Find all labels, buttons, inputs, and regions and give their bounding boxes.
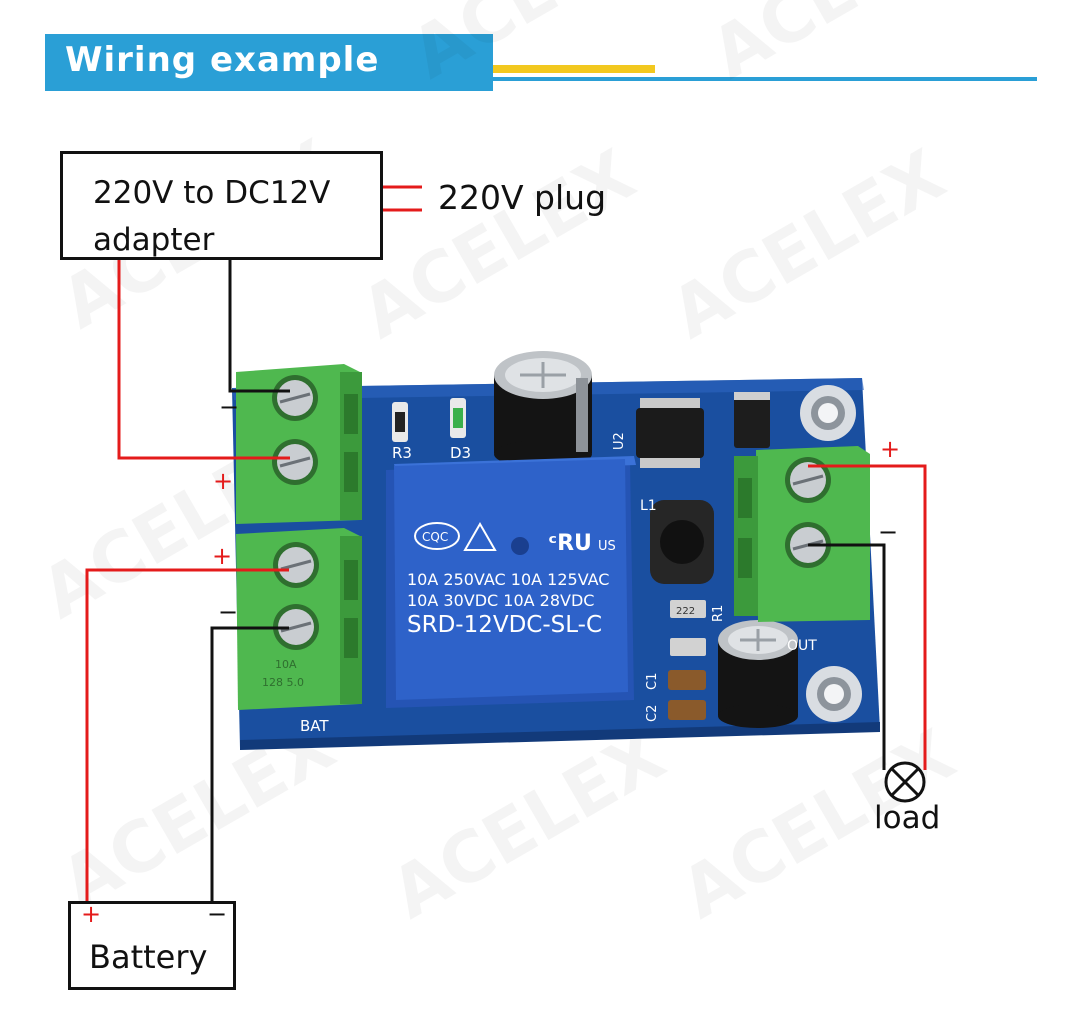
electrolytic-capacitor-bottom bbox=[718, 620, 798, 728]
capacitor-c2 bbox=[668, 700, 706, 720]
ic-u2: U2 bbox=[612, 398, 704, 468]
smd-resistor bbox=[670, 638, 706, 656]
svg-text:222: 222 bbox=[676, 606, 695, 617]
svg-text:L1: L1 bbox=[640, 498, 657, 514]
battery-plus-sign: + bbox=[81, 900, 102, 928]
terminal-block-battery: 10A 128 5.0 bbox=[236, 528, 362, 710]
terminal-block-output bbox=[734, 446, 870, 622]
relay-cert: CQC bbox=[422, 530, 448, 544]
smd-resistor bbox=[670, 600, 706, 618]
banner-accent-bar bbox=[493, 65, 655, 73]
adapter-box: 220V to DC12V adapter bbox=[60, 151, 383, 260]
watermark: ACELEX bbox=[378, 714, 679, 935]
capacitor-c1 bbox=[668, 670, 706, 690]
relay-model: SRD-12VDC-SL-C bbox=[407, 612, 602, 638]
relay-rating-2: 10A 30VDC 10A 28VDC bbox=[407, 591, 594, 610]
adapter-negative-wire bbox=[228, 260, 290, 393]
relay: CQC ᶜRU US 10A 250VAC 10A 125VAC 10A 30V… bbox=[386, 456, 636, 708]
watermark: ACELEX bbox=[348, 134, 649, 355]
adapter-positive-wire bbox=[117, 260, 290, 460]
smd-diode bbox=[734, 392, 770, 448]
input-plus-label: + bbox=[213, 467, 233, 495]
battery-negative-wire bbox=[210, 626, 289, 903]
output-plus-label: + bbox=[880, 435, 900, 463]
battery-terminal-plus-label: + bbox=[212, 542, 232, 570]
svg-text:C1: C1 bbox=[645, 673, 660, 690]
watermark: ACELEX bbox=[398, 0, 699, 95]
silk-bat: BAT bbox=[300, 717, 329, 735]
adapter-label-line2: adapter bbox=[93, 222, 215, 258]
section-banner: Wiring example bbox=[45, 34, 493, 91]
watermark: ACELEX bbox=[698, 0, 999, 95]
pcb-board: R3 D3 U2 L1 222 C1 C2 R1 bbox=[232, 351, 880, 750]
lamp-icon bbox=[884, 761, 926, 803]
wires bbox=[85, 185, 927, 903]
inductor-l1: L1 bbox=[640, 498, 714, 584]
svg-text:10A: 10A bbox=[275, 658, 297, 671]
silk-r3: R3 bbox=[392, 444, 412, 462]
mounting-hole bbox=[800, 385, 856, 441]
relay-rating-1: 10A 250VAC 10A 125VAC bbox=[407, 570, 609, 589]
battery-box: + − Battery bbox=[68, 900, 236, 990]
svg-text:C2: C2 bbox=[645, 705, 660, 722]
svg-text:U2: U2 bbox=[612, 432, 627, 450]
svg-text:128 5.0: 128 5.0 bbox=[262, 676, 304, 689]
output-minus-label: − bbox=[878, 518, 898, 546]
svg-text:ᶜRU: ᶜRU bbox=[548, 531, 592, 556]
output-negative-wire bbox=[808, 543, 886, 770]
svg-text:US: US bbox=[598, 539, 616, 554]
battery-minus-sign: − bbox=[207, 900, 228, 928]
watermark: ACELEX bbox=[658, 134, 959, 355]
adapter-label: 220V to DC12V adapter bbox=[93, 170, 330, 264]
terminal-block-input bbox=[236, 364, 362, 524]
silk-d3: D3 bbox=[450, 444, 471, 462]
battery-terminal-minus-label: − bbox=[218, 598, 238, 626]
banner-rule bbox=[493, 77, 1037, 81]
adapter-label-line1: 220V to DC12V bbox=[93, 175, 331, 211]
battery-label: Battery bbox=[89, 938, 208, 976]
plug-label: 220V plug bbox=[438, 178, 607, 217]
svg-text:R1: R1 bbox=[711, 605, 726, 622]
battery-positive-wire bbox=[85, 568, 289, 903]
mounting-hole bbox=[806, 666, 862, 722]
electrolytic-capacitor-top bbox=[494, 351, 592, 468]
output-positive-wire bbox=[808, 464, 927, 770]
section-title: Wiring example bbox=[65, 40, 380, 80]
load-label: load bbox=[874, 800, 941, 836]
input-minus-label: − bbox=[219, 393, 239, 421]
silk-out: OUT bbox=[787, 638, 817, 654]
